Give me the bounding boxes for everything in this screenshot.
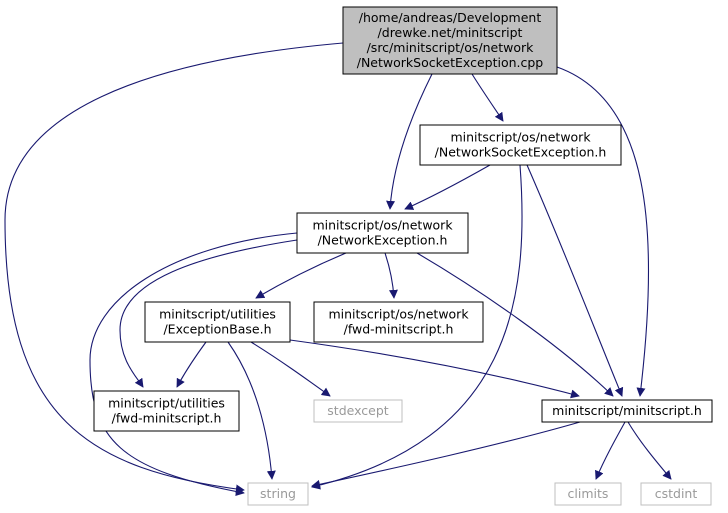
node-climits: climits [554,482,622,506]
edge-network_socket_exception_h-to-string [311,164,523,490]
node-label-line: minitscript/utilities [159,307,276,322]
node-network-fwd-h[interactable]: minitscript/os/network/fwd-minitscript.h [313,301,484,343]
node-network-socket-exception-h[interactable]: minitscript/os/network/NetworkSocketExce… [419,124,622,166]
node-cstdint: cstdint [640,482,712,506]
node-box [144,301,291,343]
node-box [640,482,712,506]
node-box [313,399,403,423]
edge-minitscript_h-to-climits [595,421,626,480]
edge-root-to-string [4,42,344,494]
edge-exception_base_h-to-utilities_fwd_h [176,341,207,388]
node-label-line: minitscript/minitscript.h [552,403,702,418]
node-box [247,482,309,506]
edge-network_socket_exception_h-to-minitscript_h [526,164,624,397]
node-label-line: string [260,486,296,501]
node-minitscript-h[interactable]: minitscript/minitscript.h [541,399,713,423]
node-label-line: climits [568,486,609,501]
edge-network_exception_h-to-exception_base_h [255,252,347,299]
node-label-line: /NetworkSocketException.cpp [357,55,544,70]
node-label-line: /src/minitscript/os/network [367,40,535,55]
node-label-line: /ExceptionBase.h [163,322,271,337]
edge-network_exception_h-to-minitscript_h [416,252,614,397]
node-box [541,399,713,423]
node-network-exception-h[interactable]: minitscript/os/network/NetworkException.… [296,212,469,254]
node-exception-base-h[interactable]: minitscript/utilities/ExceptionBase.h [144,301,291,343]
node-label-line: /fwd-minitscript.h [344,322,454,337]
node-label-line: minitscript/os/network [312,218,453,233]
node-box [342,6,558,75]
node-label-line: /NetworkException.h [318,233,448,248]
node-box [554,482,622,506]
node-label-line: /fwd-minitscript.h [112,411,222,426]
node-root[interactable]: /home/andreas/Development/drewke.net/min… [342,6,558,75]
node-string: string [247,482,309,506]
node-label-line: /drewke.net/minitscript [378,25,523,40]
edge-network_exception_h-to-string [89,232,298,496]
node-label-line: minitscript/utilities [108,396,225,411]
edge-exception_base_h-to-minitscript_h [289,339,580,399]
nodes: /home/andreas/Development/drewke.net/min… [93,6,713,506]
node-label-line: /home/andreas/Development [359,10,542,25]
edge-root-to-network_socket_exception_h [471,73,504,122]
edge-minitscript_h-to-cstdint [627,421,672,480]
node-label-line: cstdint [655,486,698,501]
edge-network_socket_exception_h-to-network_exception_h [404,164,491,210]
edge-network_exception_h-to-utilities_fwd_h [119,239,298,388]
node-box [296,212,469,254]
edge-root-to-minitscript_h [556,66,650,397]
node-label-line: /NetworkSocketException.h [435,145,607,160]
node-label-line: minitscript/os/network [450,130,591,145]
node-box [313,301,484,343]
node-stdexcept: stdexcept [313,399,403,423]
node-label-line: stdexcept [327,403,388,418]
edge-network_exception_h-to-network_fwd_h [384,252,398,299]
edges [4,42,672,496]
node-box [419,124,622,166]
edge-exception_base_h-to-string [227,341,276,480]
edge-root-to-network_exception_h [386,73,433,210]
edge-exception_base_h-to-stdexcept [250,341,331,397]
edge-minitscript_h-to-string [311,421,581,489]
node-label-line: minitscript/os/network [328,307,469,322]
node-utilities-fwd-h[interactable]: minitscript/utilities/fwd-minitscript.h [93,390,240,432]
node-box [93,390,240,432]
